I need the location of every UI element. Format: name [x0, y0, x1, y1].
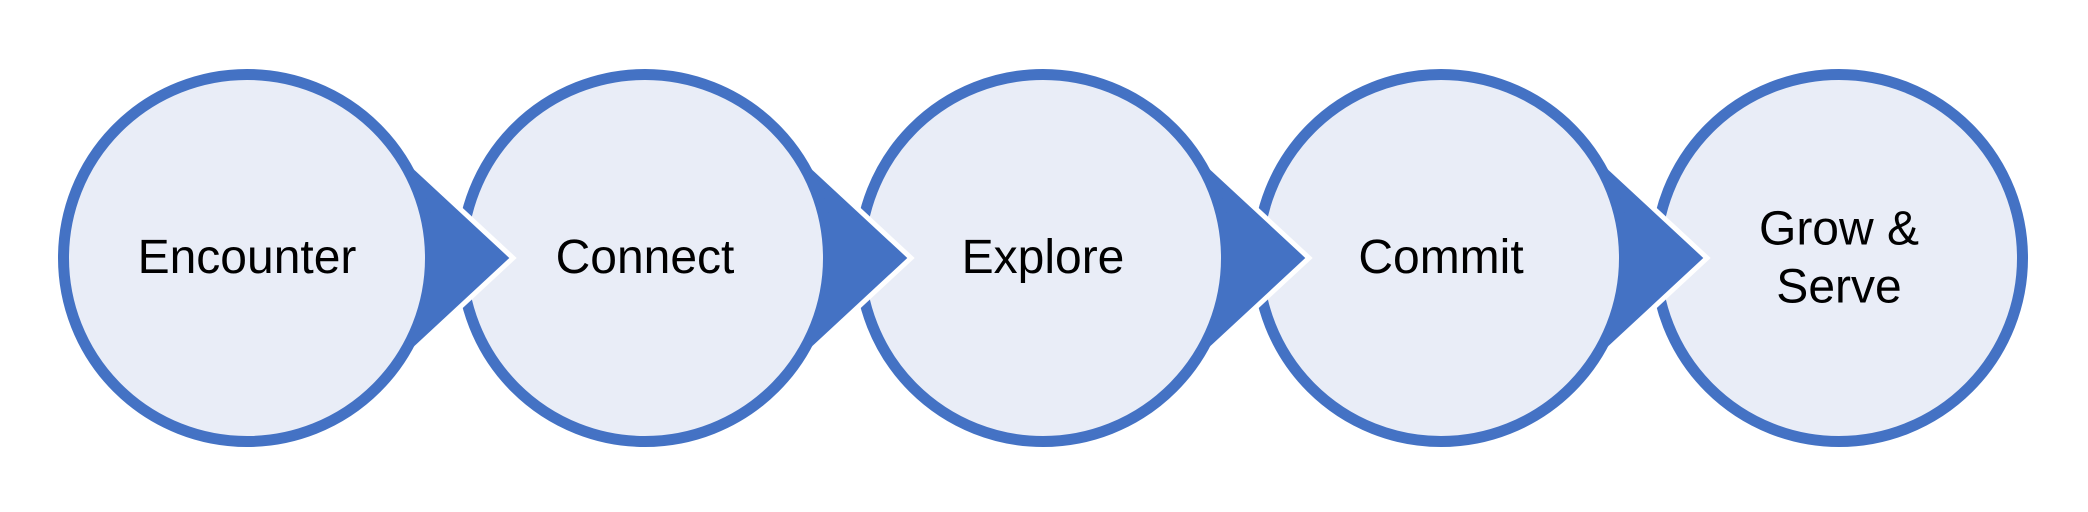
- step-circle-encounter: [58, 69, 436, 447]
- step-label-explore: Explore: [961, 231, 1125, 285]
- step-label-encounter: Encounter: [137, 231, 357, 285]
- step-label-grow-serve: Grow & Serve: [1758, 202, 1920, 313]
- step-label-commit: Commit: [1358, 231, 1524, 285]
- step-label-connect: Connect: [555, 231, 735, 285]
